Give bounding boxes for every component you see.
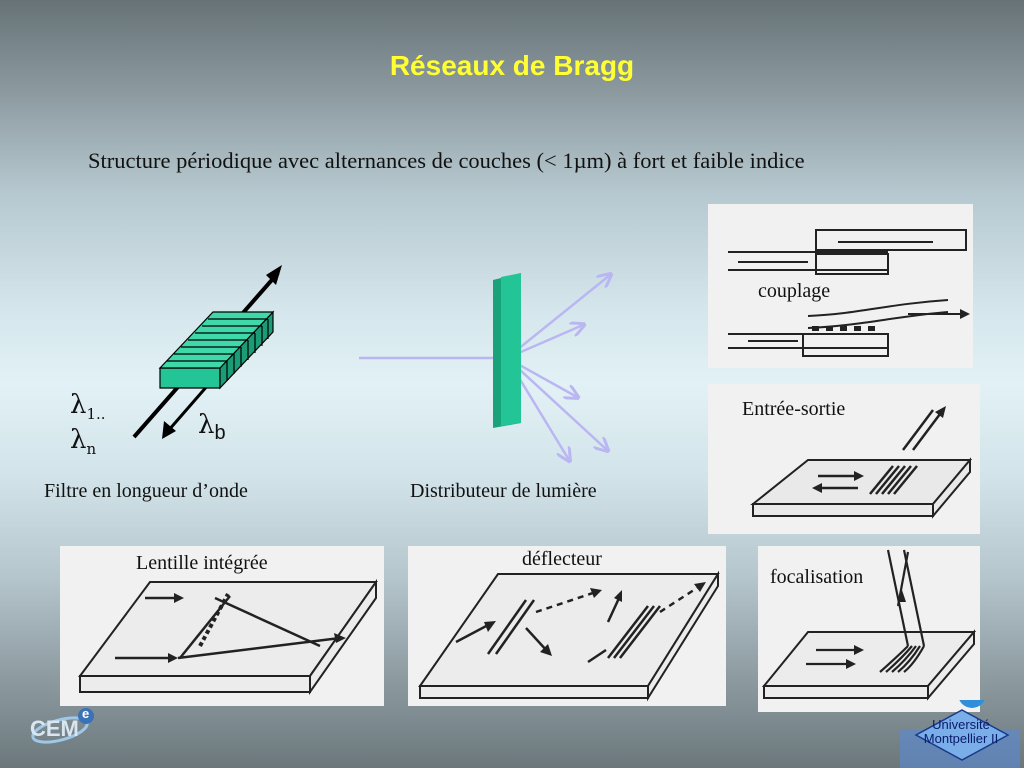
deflector-label: déflecteur	[522, 548, 602, 570]
bragg-filter-diagram	[132, 265, 282, 439]
integrated-lens-label: Lentille intégrée	[136, 552, 268, 574]
university-name: Université Montpellier II	[923, 717, 999, 746]
distributor-caption: Distributeur de lumière	[410, 480, 597, 502]
input-output-illustration	[750, 406, 973, 519]
coupling-label: couplage	[758, 280, 831, 302]
input-output-panel: Entrée-sortie	[708, 384, 980, 534]
lambda-bragg-label: λb	[198, 410, 226, 445]
input-output-label: Entrée-sortie	[742, 398, 846, 420]
filter-caption: Filtre en longueur d’onde	[44, 480, 248, 502]
lambda-range-label: λ1..	[70, 390, 106, 424]
slide-body-text: Structure périodique avec alternances de…	[88, 148, 805, 173]
cem-logo: CEM e	[26, 706, 98, 750]
integrated-lens-panel: Lentille intégrée	[60, 546, 384, 706]
deflector-panel: déflecteur	[408, 546, 726, 706]
slide-title: Réseaux de Bragg	[389, 50, 635, 81]
focusing-illustration	[761, 549, 977, 701]
coupling-illustration	[728, 229, 970, 357]
deflector-illustration	[418, 570, 720, 702]
coupling-panel: couplage	[708, 204, 973, 368]
light-distributor-diagram	[359, 265, 620, 470]
integrated-lens-illustration	[78, 578, 378, 696]
lambda-range-label-n: λn	[70, 425, 97, 459]
focusing-label: focalisation	[770, 566, 864, 588]
university-logo: Université Montpellier II	[898, 700, 1024, 768]
focusing-panel: focalisation	[758, 546, 980, 712]
